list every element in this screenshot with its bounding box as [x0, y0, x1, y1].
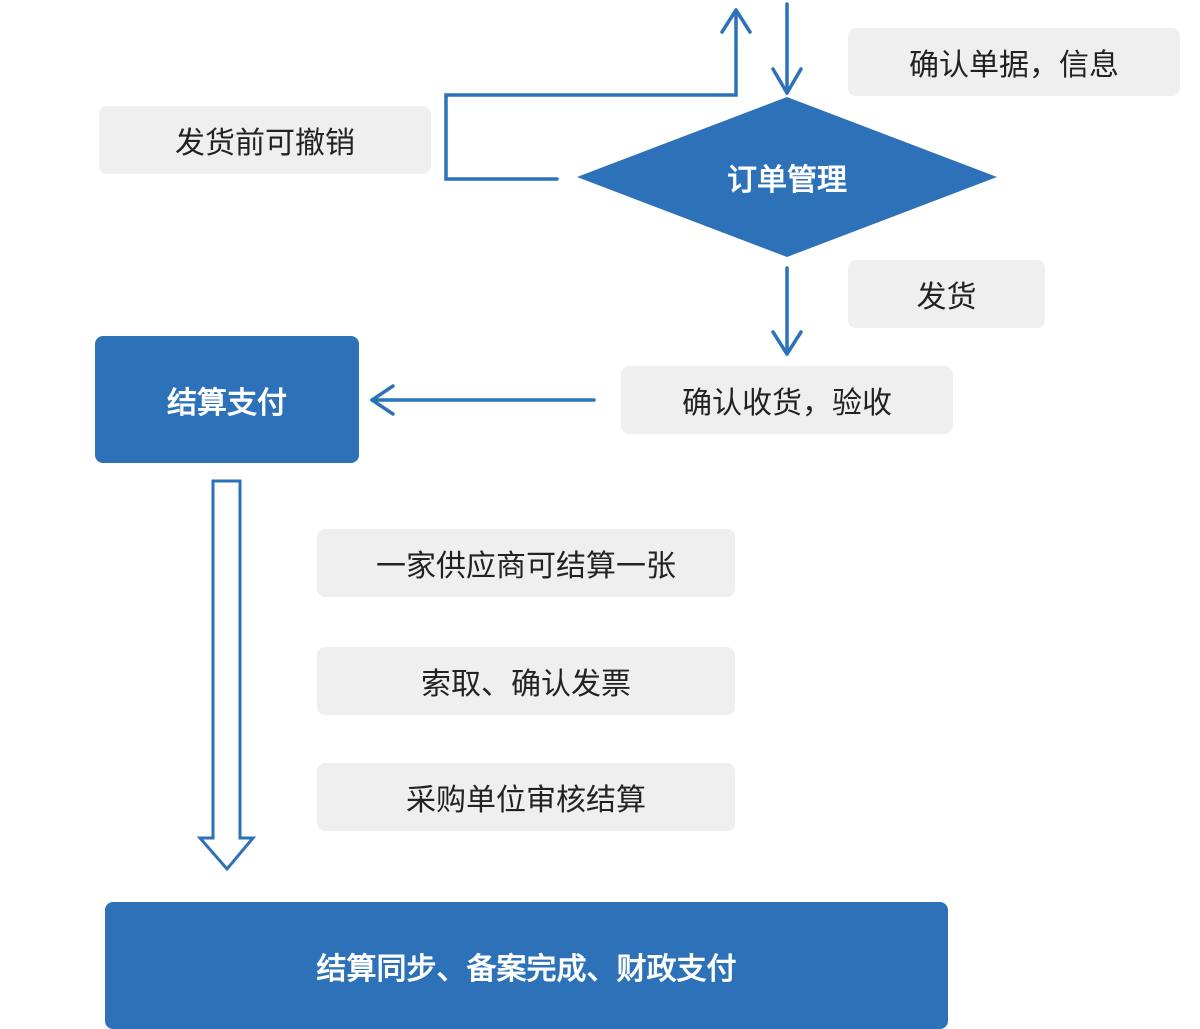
ship-label: 发货 [916, 280, 977, 315]
order-management-diamond [577, 97, 997, 257]
settlement-to-final-arrow [196, 479, 257, 872]
settlement-payment-node: 结算支付 [95, 336, 359, 463]
settlement-payment-label: 结算支付 [167, 385, 287, 421]
invoice-label: 索取、确认发票 [421, 667, 631, 702]
arrow-into-order-management [771, 2, 803, 95]
confirm-receipt-label: 确认收货，验收 [682, 386, 892, 421]
audit-label: 采购单位审核结算 [406, 783, 646, 818]
receipt-to-settlement-arrow [370, 384, 596, 416]
final-label: 结算同步、备案完成、财政支付 [316, 951, 737, 987]
cancel-loop-arrow [444, 8, 752, 181]
audit-note: 采购单位审核结算 [317, 763, 735, 831]
order-management-label: 订单管理 [727, 163, 847, 198]
confirm-receipt-note: 确认收货，验收 [621, 366, 953, 434]
one-supplier-note: 一家供应商可结算一张 [317, 529, 735, 597]
ship-note: 发货 [848, 260, 1045, 328]
cancel-before-ship-label: 发货前可撤销 [175, 126, 355, 161]
confirm-docs-note: 确认单据，信息 [848, 28, 1180, 96]
one-supplier-label: 一家供应商可结算一张 [376, 549, 676, 584]
cancel-before-ship-note: 发货前可撤销 [99, 106, 431, 174]
final-node: 结算同步、备案完成、财政支付 [105, 902, 948, 1029]
invoice-note: 索取、确认发票 [317, 647, 735, 715]
confirm-docs-label: 确认单据，信息 [909, 48, 1119, 83]
ship-arrow [771, 266, 803, 356]
